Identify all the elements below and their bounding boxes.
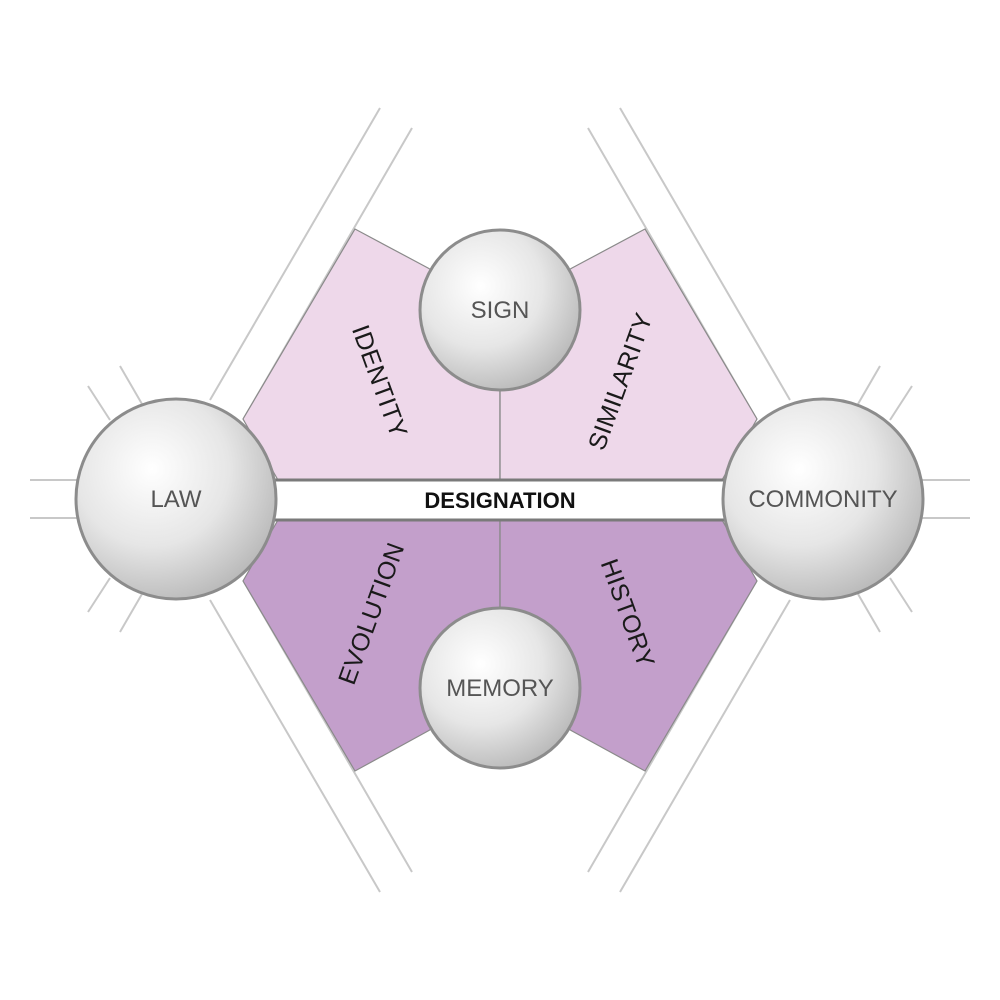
node-law: LAW <box>74 397 278 601</box>
node-label-commonity: COMMONITY <box>748 486 897 513</box>
node-label-memory: MEMORY <box>446 675 554 702</box>
designation-band: DESIGNATION <box>266 478 734 522</box>
center-label: DESIGNATION <box>424 488 575 513</box>
node-commonity: COMMONITY <box>721 397 925 601</box>
node-label-sign: SIGN <box>471 297 530 324</box>
node-label-law: LAW <box>150 486 201 513</box>
node-memory: MEMORY <box>418 606 582 770</box>
node-sign: SIGN <box>418 228 582 392</box>
